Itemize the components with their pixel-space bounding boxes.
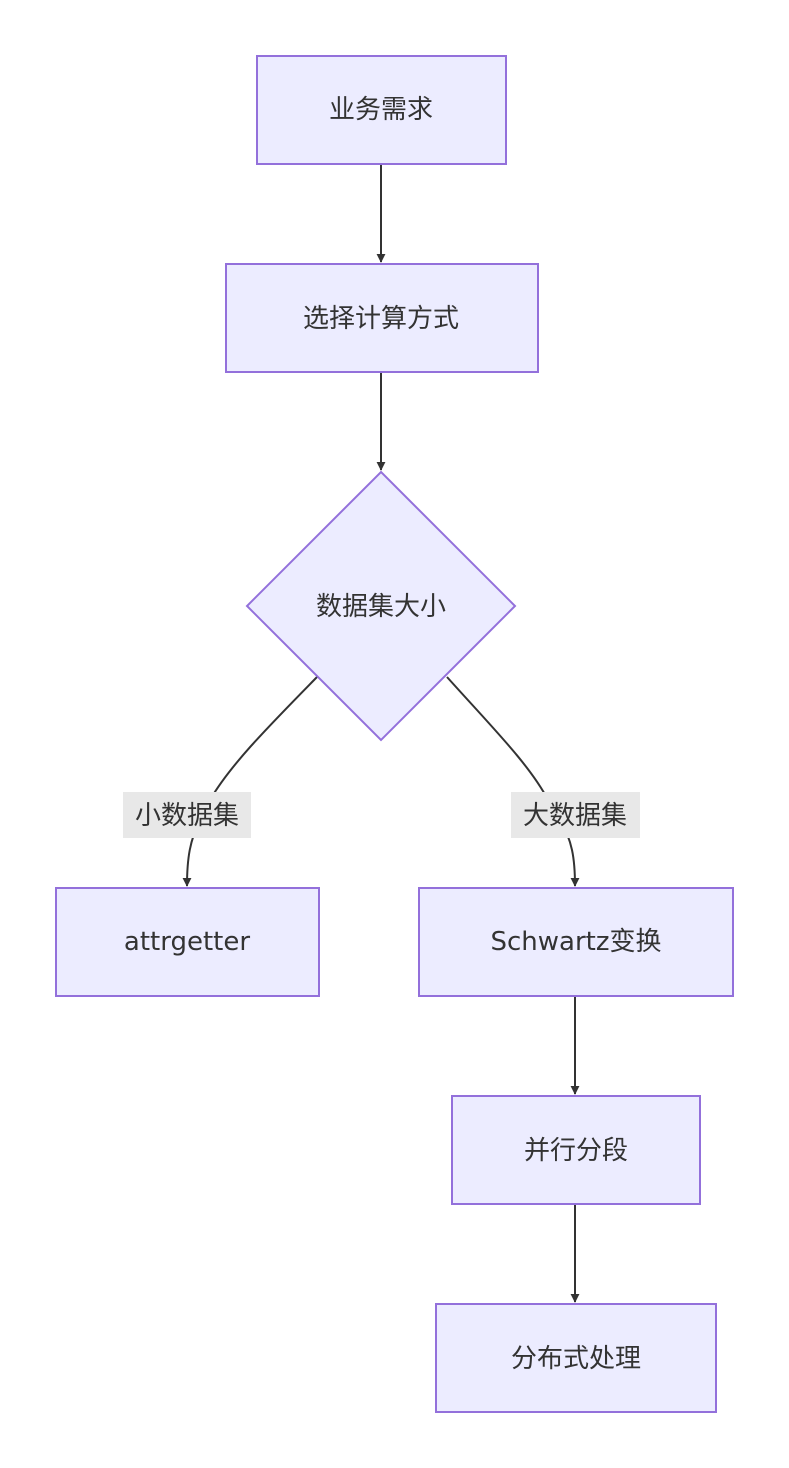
node-schwartz-transform-label: Schwartz变换 <box>490 927 661 957</box>
node-attrgetter-label: attrgetter <box>124 927 250 957</box>
node-distributed-processing[interactable]: 分布式处理 <box>435 1303 717 1413</box>
edge-decision-to-schwartz <box>446 676 580 887</box>
node-attrgetter[interactable]: attrgetter <box>55 887 320 997</box>
edge-label-large-dataset: 大数据集 <box>511 792 640 838</box>
node-choose-method-label: 选择计算方式 <box>303 304 459 334</box>
node-dataset-size-label: 数据集大小 <box>316 592 446 622</box>
node-business-requirement-label: 业务需求 <box>329 95 433 125</box>
node-parallel-segment[interactable]: 并行分段 <box>451 1095 701 1205</box>
edge-label-small-dataset: 小数据集 <box>123 792 251 838</box>
node-choose-method[interactable]: 选择计算方式 <box>225 263 539 373</box>
node-distributed-processing-label: 分布式处理 <box>511 1344 641 1374</box>
node-parallel-segment-label: 并行分段 <box>524 1136 628 1166</box>
node-business-requirement[interactable]: 业务需求 <box>256 55 507 165</box>
edge-label-large-dataset-text: 大数据集 <box>523 801 627 831</box>
node-dataset-size-decision[interactable]: 数据集大小 <box>245 470 517 742</box>
node-schwartz-transform[interactable]: Schwartz变换 <box>418 887 734 997</box>
edge-decision-to-attrgetter <box>182 676 318 887</box>
edge-label-small-dataset-text: 小数据集 <box>135 801 239 831</box>
